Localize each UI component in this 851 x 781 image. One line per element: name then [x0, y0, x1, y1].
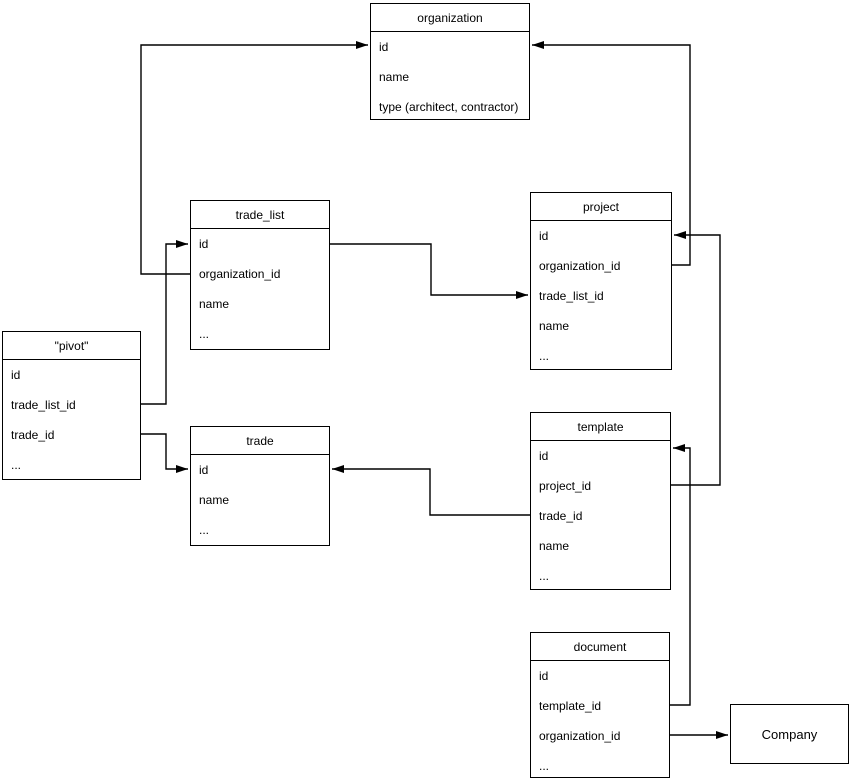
entity-field: name	[199, 493, 230, 507]
entity-title: "pivot"	[3, 332, 140, 360]
entity-trade-list[interactable]: trade_list id organization_id name ...	[190, 200, 330, 350]
entity-document[interactable]: document id template_id organization_id …	[530, 632, 670, 778]
entity-field: trade_list_id	[539, 289, 604, 303]
entity-pivot[interactable]: "pivot" id trade_list_id trade_id ...	[2, 331, 141, 480]
entity-field: organization_id	[539, 259, 621, 273]
entity-organization[interactable]: organization id name type (architect, co…	[370, 3, 530, 120]
entity-field: id	[539, 449, 549, 463]
entity-company[interactable]: Company	[730, 704, 849, 764]
entity-title: trade_list	[191, 201, 329, 229]
entity-field: trade_list_id	[11, 398, 76, 412]
entity-title: document	[531, 633, 669, 661]
entity-title: organization	[371, 4, 529, 32]
entity-field: name	[539, 539, 570, 553]
entity-title: template	[531, 413, 670, 441]
entity-field: ...	[539, 759, 550, 773]
entity-field: trade_id	[539, 509, 583, 523]
entity-title: project	[531, 193, 671, 221]
entity-field: id	[11, 368, 21, 382]
entity-title: trade	[191, 427, 329, 455]
entity-field: id	[379, 40, 389, 54]
entity-project[interactable]: project id organization_id trade_list_id…	[530, 192, 672, 370]
entity-trade[interactable]: trade id name ...	[190, 426, 330, 546]
entity-template[interactable]: template id project_id trade_id name ...	[530, 412, 671, 590]
entity-field: ...	[539, 349, 550, 363]
connector-project-organization[interactable]	[532, 41, 691, 266]
connector-template-trade[interactable]	[332, 465, 530, 516]
connector-pivot-trade[interactable]	[141, 433, 188, 473]
entity-field: name	[539, 319, 570, 333]
entity-field: id	[539, 669, 549, 683]
entity-field: ...	[11, 458, 22, 472]
connector-pivot-tradelist[interactable]	[141, 240, 188, 405]
entity-field: ...	[199, 327, 210, 341]
entity-field: name	[199, 297, 230, 311]
entity-field: project_id	[539, 479, 592, 493]
entity-field: trade_id	[11, 428, 55, 442]
entity-field: template_id	[539, 699, 602, 713]
entity-field: organization_id	[199, 267, 281, 281]
entity-field: id	[199, 463, 209, 477]
entity-field: name	[379, 70, 410, 84]
entity-field: ...	[539, 569, 550, 583]
connector-tradelist-project[interactable]	[330, 243, 528, 299]
entity-field: organization_id	[539, 729, 621, 743]
connector-document-template[interactable]	[670, 444, 691, 706]
connector-template-project[interactable]	[671, 231, 721, 486]
entity-company-label: Company	[761, 726, 818, 742]
entity-field: id	[539, 229, 549, 243]
entity-field: ...	[199, 523, 210, 537]
entity-field: id	[199, 237, 209, 251]
entity-field: type (architect, contractor)	[379, 100, 519, 114]
